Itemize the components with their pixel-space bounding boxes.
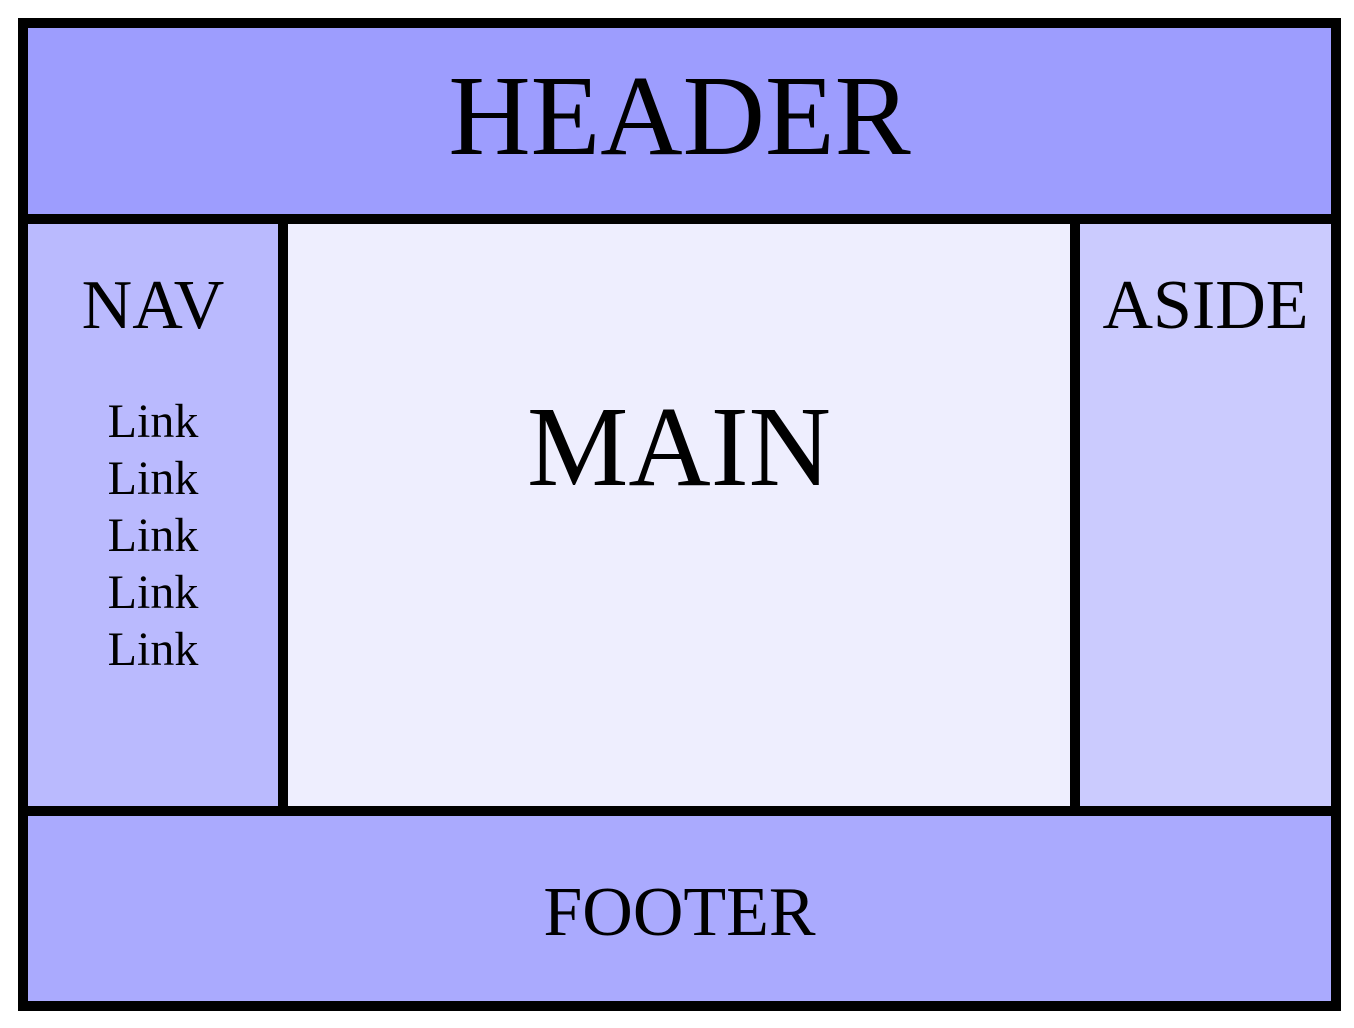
footer-region: FOOTER [18,806,1341,1011]
aside-region: ASIDE [1070,214,1341,816]
nav-link-4[interactable]: Link [107,566,199,619]
main-title: MAIN [527,383,831,510]
nav-link-list: Link Link Link Link Link [28,393,278,678]
nav-title: NAV [81,267,225,344]
header-title: HEADER [448,52,911,179]
nav-region: NAV Link Link Link Link Link [18,214,288,816]
main-region: MAIN [278,214,1080,816]
footer-title: FOOTER [543,873,816,951]
nav-link-5[interactable]: Link [107,623,199,676]
header-region: HEADER [18,18,1341,224]
aside-title: ASIDE [1102,267,1309,344]
nav-link-3[interactable]: Link [107,509,199,562]
nav-link-2[interactable]: Link [107,452,199,505]
nav-link-1[interactable]: Link [107,395,199,448]
